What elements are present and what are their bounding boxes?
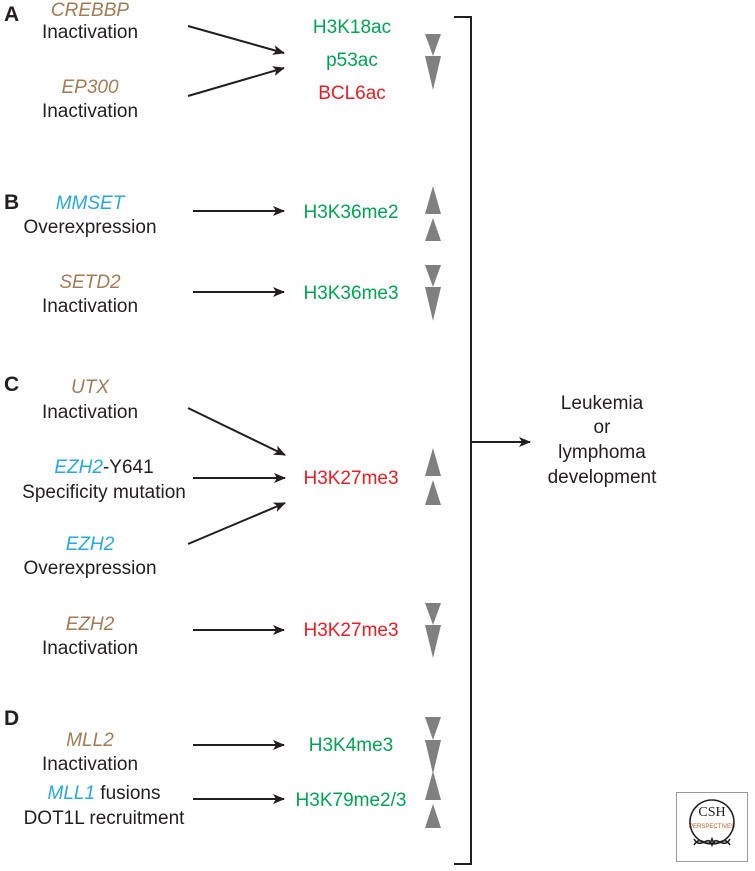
panel-label-d: D — [4, 707, 20, 730]
mark-h3k79me23: H3K79me2/3 — [295, 790, 407, 811]
effect-mll1: DOT1L recruitment — [23, 808, 185, 829]
mark-h3k27me3-increased: H3K27me3 — [303, 468, 399, 489]
increase-arrow-h3k36me2 — [425, 186, 441, 241]
increase-arrow-h3k27me3 — [425, 448, 441, 505]
gene-ezh2-y641: EZH2-Y641 — [54, 457, 154, 478]
mark-bcl6ac: BCL6ac — [318, 83, 386, 104]
effect-ezh2-inactivation: Inactivation — [41, 638, 139, 659]
effect-ep300: Inactivation — [41, 101, 139, 122]
outcome-or: or — [593, 417, 611, 438]
gene-ep300: EP300 — [61, 77, 119, 98]
gene-utx: UTX — [71, 377, 109, 398]
arrow-ep300-to-acetylation — [187, 66, 285, 97]
dna-helix-icon — [689, 799, 735, 848]
panel-label-c: C — [4, 373, 20, 396]
decrease-arrow-acetylation — [425, 34, 441, 90]
arrow-ezh2-overexpression-to-h3k27me3 — [187, 502, 286, 545]
arrow-crebbp-to-acetylation — [187, 25, 285, 55]
logo-csh-text: CSH — [698, 805, 726, 820]
gene-setd2: SETD2 — [59, 272, 121, 293]
outcome-leukemia: Leukemia — [560, 393, 644, 414]
outcome-bracket — [454, 16, 472, 865]
mark-h3k27me3-decreased: H3K27me3 — [303, 620, 399, 641]
panel-label-b: B — [4, 191, 20, 214]
outcome-lymphoma: lymphoma — [558, 442, 646, 463]
effect-crebbp: Inactivation — [41, 22, 139, 43]
mark-h3k4me3: H3K4me3 — [308, 735, 394, 756]
effect-ezh2-y641: Specificity mutation — [22, 482, 186, 503]
mark-h3k36me2: H3K36me2 — [303, 202, 399, 223]
mark-h3k36me3: H3K36me3 — [303, 283, 399, 304]
logo-perspectives-text: PERSPECTIVES — [688, 824, 735, 830]
gene-mmset: MMSET — [55, 193, 125, 214]
effect-mmset: Overexpression — [23, 217, 157, 238]
gene-mll1-fusions: MLL1 fusions — [47, 783, 161, 804]
panel-label-a: A — [4, 3, 20, 26]
mark-h3k18ac: H3K18ac — [312, 17, 392, 38]
mark-p53ac: p53ac — [326, 50, 378, 71]
effect-mll2: Inactivation — [41, 754, 139, 775]
arrow-utx-to-h3k27me3 — [187, 407, 286, 456]
effect-setd2: Inactivation — [41, 296, 139, 317]
gene-ezh2-overexpression: EZH2 — [65, 534, 115, 555]
gene-crebbp: CREBBP — [50, 0, 130, 21]
increase-arrow-h3k79me23 — [425, 771, 441, 828]
gene-ezh2-inactivation: EZH2 — [65, 614, 115, 635]
effect-utx: Inactivation — [41, 402, 139, 423]
decrease-arrow-h3k36me3 — [425, 265, 441, 321]
csh-perspectives-logo: CSH PERSPECTIVES — [676, 792, 748, 862]
outcome-development: development — [547, 467, 657, 488]
effect-ezh2-overexpression: Overexpression — [23, 558, 157, 579]
decrease-arrow-h3k27me3 — [425, 603, 441, 658]
gene-mll2: MLL2 — [66, 730, 114, 751]
decrease-arrow-h3k4me3 — [425, 717, 441, 774]
